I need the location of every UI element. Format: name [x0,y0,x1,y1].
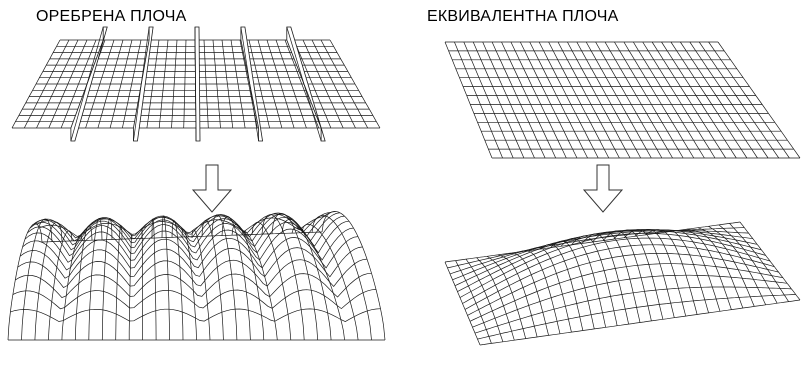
mesh-line [48,230,73,341]
mesh-line [34,211,336,242]
mesh-line [464,244,775,310]
mesh-line [651,41,726,159]
mesh-line [472,41,525,159]
rib-edge [70,26,104,142]
mesh-line [444,221,741,263]
equivalent-plate-title: ЕКВИВАЛЕНТНА ПЛОЧА [427,8,619,25]
mesh-line [479,299,801,346]
mesh-line [476,257,515,341]
mesh-line [452,229,753,281]
mesh-line [486,255,527,339]
mesh-line [595,41,663,159]
down-arrow-icon [582,164,624,213]
mesh-line [88,218,103,341]
mesh-line [463,41,514,159]
mesh-line [538,41,599,159]
mesh-line [455,260,492,344]
rib-edge [240,26,259,142]
mesh-line [161,215,170,341]
mesh-line [698,41,780,159]
mesh-line [661,41,737,159]
mesh-line [10,308,381,322]
mesh-line [467,253,779,316]
down-arrow-icon [191,164,233,213]
ribbed-plate-mesh [11,26,381,142]
mesh-line [24,227,354,263]
mesh-line [22,236,359,271]
mesh-line [15,272,372,299]
mesh-line [634,229,687,317]
mesh-line [508,253,549,336]
mesh-line [454,41,503,159]
mesh-line [576,41,642,159]
mesh-line [141,228,143,340]
rib-edge [194,26,197,142]
mesh-line [670,41,748,159]
mesh-line [211,214,238,341]
mesh-line [61,234,83,341]
mesh-line [449,230,749,275]
mesh-line [717,41,801,159]
mesh-line [474,286,792,334]
mesh-line [645,229,698,315]
ribbed-plate-title: ОРЕБРЕНА ПЛОЧА [36,8,187,25]
mesh-line [623,229,675,318]
mesh-line [457,230,762,292]
mesh-line [17,258,368,288]
mesh-line [548,41,610,159]
mesh-line [585,41,652,159]
mesh-line [501,41,557,159]
mesh-line [7,223,43,341]
mesh-line [19,246,363,279]
equivalent-plate-deformed-mesh [444,221,801,346]
mesh-line [567,41,631,159]
mesh-line [21,218,53,341]
mesh-line [491,41,546,159]
mesh-line [633,41,705,159]
mesh-line [602,230,652,321]
mesh-line [614,41,684,159]
mesh-line [557,41,620,159]
mesh-line [519,41,578,159]
mesh-line [708,41,790,159]
mesh-line [241,230,278,341]
mesh-line [32,212,341,246]
mesh-line [623,41,695,159]
rib-edge [133,26,150,142]
mesh-line [604,41,673,159]
mesh-line [529,41,588,159]
mesh-line [311,215,372,341]
mesh-line [613,229,664,320]
rib-edge [286,26,322,142]
mesh-line [321,211,386,341]
mesh-line [482,41,535,159]
mesh-line [115,225,123,341]
mesh-line [29,215,345,251]
ribbed-plate-deformed-mesh [7,211,386,341]
mesh-line [472,274,788,328]
mesh-line [181,229,197,341]
mesh-line [459,232,766,298]
mesh-line [291,227,345,341]
mesh-line [444,41,493,159]
mesh-line [12,289,377,310]
mesh-line [477,294,796,340]
mesh-line [151,218,157,341]
mesh-line [462,237,771,304]
mesh-line [454,229,758,287]
mesh-line [510,41,567,159]
mesh-line [689,41,769,159]
mesh-line [128,233,133,340]
mesh-line [642,41,716,159]
mesh-line [27,220,350,257]
mesh-line [571,235,618,326]
mesh-line [680,41,758,159]
equivalent-plate-mesh [444,41,801,159]
mesh-line [469,263,783,322]
mesh-line [581,233,629,325]
